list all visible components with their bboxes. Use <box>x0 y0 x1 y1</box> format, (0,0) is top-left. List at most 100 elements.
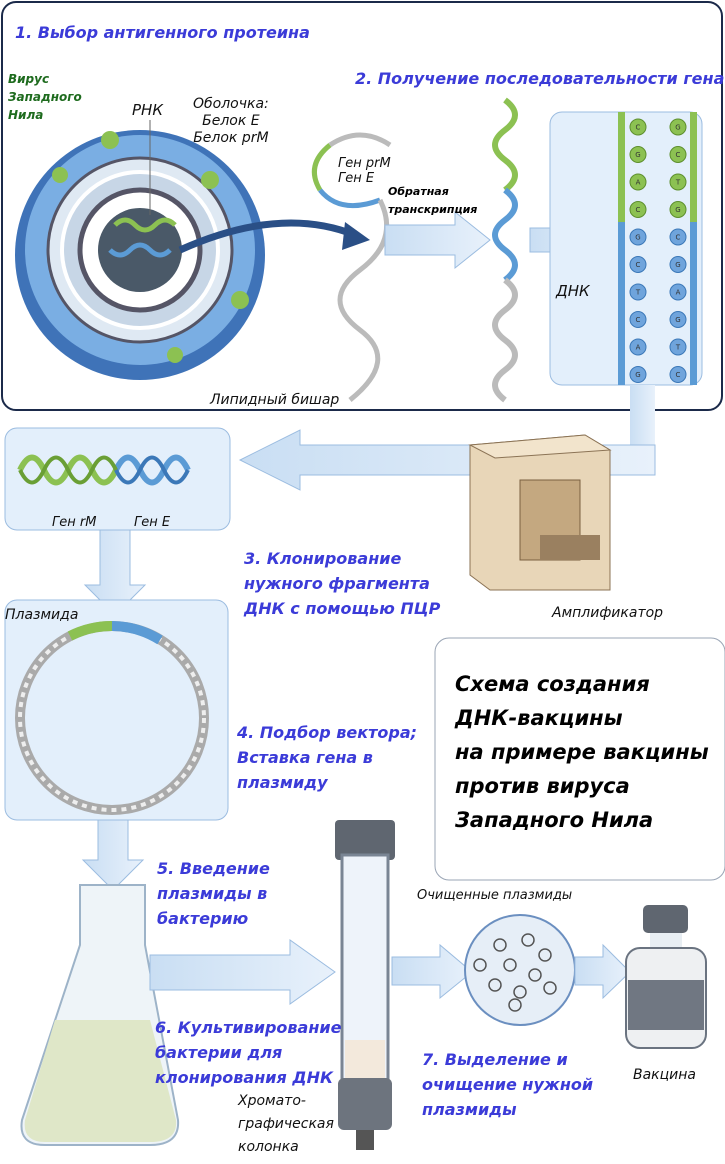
step-line: 6. Культивирование <box>155 1018 342 1037</box>
nucleotide-base <box>669 201 687 218</box>
nucleotide-letter: C <box>676 371 681 379</box>
nucleotide-base <box>669 366 687 383</box>
gene-e-label: Ген E <box>134 515 171 530</box>
gene-rm-label: Ген rM <box>52 515 97 530</box>
virus-name-line: Западного <box>8 90 82 104</box>
nucleotide-base <box>629 256 647 273</box>
step-5-text: 5. Введение плазмиды в бактерию <box>157 856 270 931</box>
step-2-title: 2. Получение последовательности гена <box>355 69 725 88</box>
step-line: 3. Клонирование <box>244 549 402 568</box>
arrow-down <box>630 385 655 450</box>
nucleotide-base <box>629 338 647 356</box>
step-1-title: 1. Выбор антигенного протеина <box>15 23 310 42</box>
nucleotide-base <box>669 228 687 246</box>
nucleotide-letter: G <box>635 234 640 242</box>
virus-name-line: Вирус <box>8 72 50 86</box>
nucleotide-letter: C <box>676 151 681 159</box>
title-line: на примере вакцины <box>455 740 709 764</box>
title-line: Схема создания <box>455 672 650 696</box>
step-line: 7. Выделение и <box>422 1050 568 1069</box>
nucleotide-base <box>669 338 687 356</box>
nucleotide-base <box>669 311 687 328</box>
nucleotide-letter: C <box>636 316 641 324</box>
nucleotide-base <box>669 146 687 163</box>
nucleotide-letter: A <box>676 289 681 297</box>
nucleotide-letter: A <box>636 179 641 187</box>
step-line: ДНК с помощью ПЦР <box>244 599 441 618</box>
dna-label: ДНК <box>556 282 590 300</box>
step-line: 5. Введение <box>157 859 270 878</box>
nucleotide-base <box>629 146 647 163</box>
nucleotide-letter: G <box>675 124 680 132</box>
step-line: нужного фрагмента <box>244 574 430 593</box>
nucleotide-base <box>629 201 647 218</box>
nucleotide-base <box>669 118 687 136</box>
virus-name: Вирус Западного Нила <box>8 70 82 124</box>
column-label-line: Хромато- <box>238 1093 306 1109</box>
step-line: Вставка гена в <box>237 748 373 767</box>
nucleotide-base <box>669 173 687 191</box>
title-line: Западного Нила <box>455 808 654 832</box>
nucleotide-base <box>629 311 647 328</box>
nucleotide-base <box>629 228 647 246</box>
nucleotide-letter: C <box>636 124 641 132</box>
nucleotide-letter: G <box>635 371 640 379</box>
lipid-bilayer-label: Липидный бишар <box>210 392 340 408</box>
nucleotide-letter: G <box>635 151 640 159</box>
vertical-helix <box>492 97 518 403</box>
vaccine-label: Вакцина <box>633 1067 696 1083</box>
step-line: бактерии для <box>155 1043 283 1062</box>
step-line: плазмиду <box>237 773 328 792</box>
step-line: 4. Подбор вектора; <box>237 723 418 742</box>
purified-plasmids-label: Очищенные плазмиды <box>417 888 573 903</box>
arrow-right <box>149 939 336 1005</box>
arrow-down <box>81 819 145 891</box>
nucleotide-letter: T <box>635 289 641 297</box>
step-4-text: 4. Подбор вектора; Вставка гена в плазми… <box>237 720 417 795</box>
step-line: бактерию <box>157 909 249 928</box>
purified-plasmids <box>464 914 576 1026</box>
dna-panel <box>549 111 703 386</box>
diagram-title: Схема создания ДНК-вакцины на примере ва… <box>455 667 709 837</box>
rna-label: РНК <box>132 101 163 119</box>
arrow-right <box>574 943 631 1000</box>
flask <box>20 884 180 1146</box>
nucleotide-letter: T <box>675 344 681 352</box>
step-3-text: 3. Клонирование нужного фрагмента ДНК с … <box>244 546 440 621</box>
step-line: плазмиды в <box>157 884 268 903</box>
vaccine-vial <box>625 905 707 1049</box>
envelope-line: Белок prM <box>193 130 269 146</box>
virus-illustration <box>15 120 265 380</box>
nucleotide-letter: C <box>636 261 641 269</box>
nucleotide-base <box>629 173 647 191</box>
nucleotide-base <box>669 256 687 273</box>
title-panel <box>434 637 725 881</box>
nucleotide-base <box>629 283 647 301</box>
step-line: очищение нужной <box>422 1075 594 1094</box>
nucleotide-letter: A <box>636 344 641 352</box>
gene-labels: Ген prM Ген E <box>338 156 391 186</box>
nucleotide-base <box>629 118 647 136</box>
plasmid-panel <box>4 599 229 821</box>
column-label-line: колонка <box>238 1139 299 1155</box>
column-label: Хромато- графическая колонка <box>238 1090 334 1159</box>
nucleotide-letter: C <box>636 206 641 214</box>
gene-e-label: Ген E <box>338 171 375 186</box>
step-line: клонирования ДНК <box>155 1068 334 1087</box>
plasmid-label: Плазмида <box>5 607 79 623</box>
nucleotide-base <box>669 283 687 301</box>
column-label-line: графическая <box>238 1116 334 1132</box>
envelope-line: Белок E <box>202 113 260 129</box>
title-line: ДНК-вакцины <box>455 706 623 730</box>
arrow-right <box>384 210 491 270</box>
chromatography-column <box>335 820 395 1150</box>
step-6-text: 6. Культивирование бактерии для клониров… <box>155 1015 341 1090</box>
nucleotide-base <box>629 366 647 383</box>
virus-name-line: Нила <box>8 108 44 122</box>
nucleotide-letter: C <box>676 234 681 242</box>
gene-prm-label: Ген prM <box>338 156 391 171</box>
nucleotide-letter: G <box>675 316 680 324</box>
nucleotide-letter: G <box>675 261 680 269</box>
nucleotide-letter: T <box>675 179 681 187</box>
